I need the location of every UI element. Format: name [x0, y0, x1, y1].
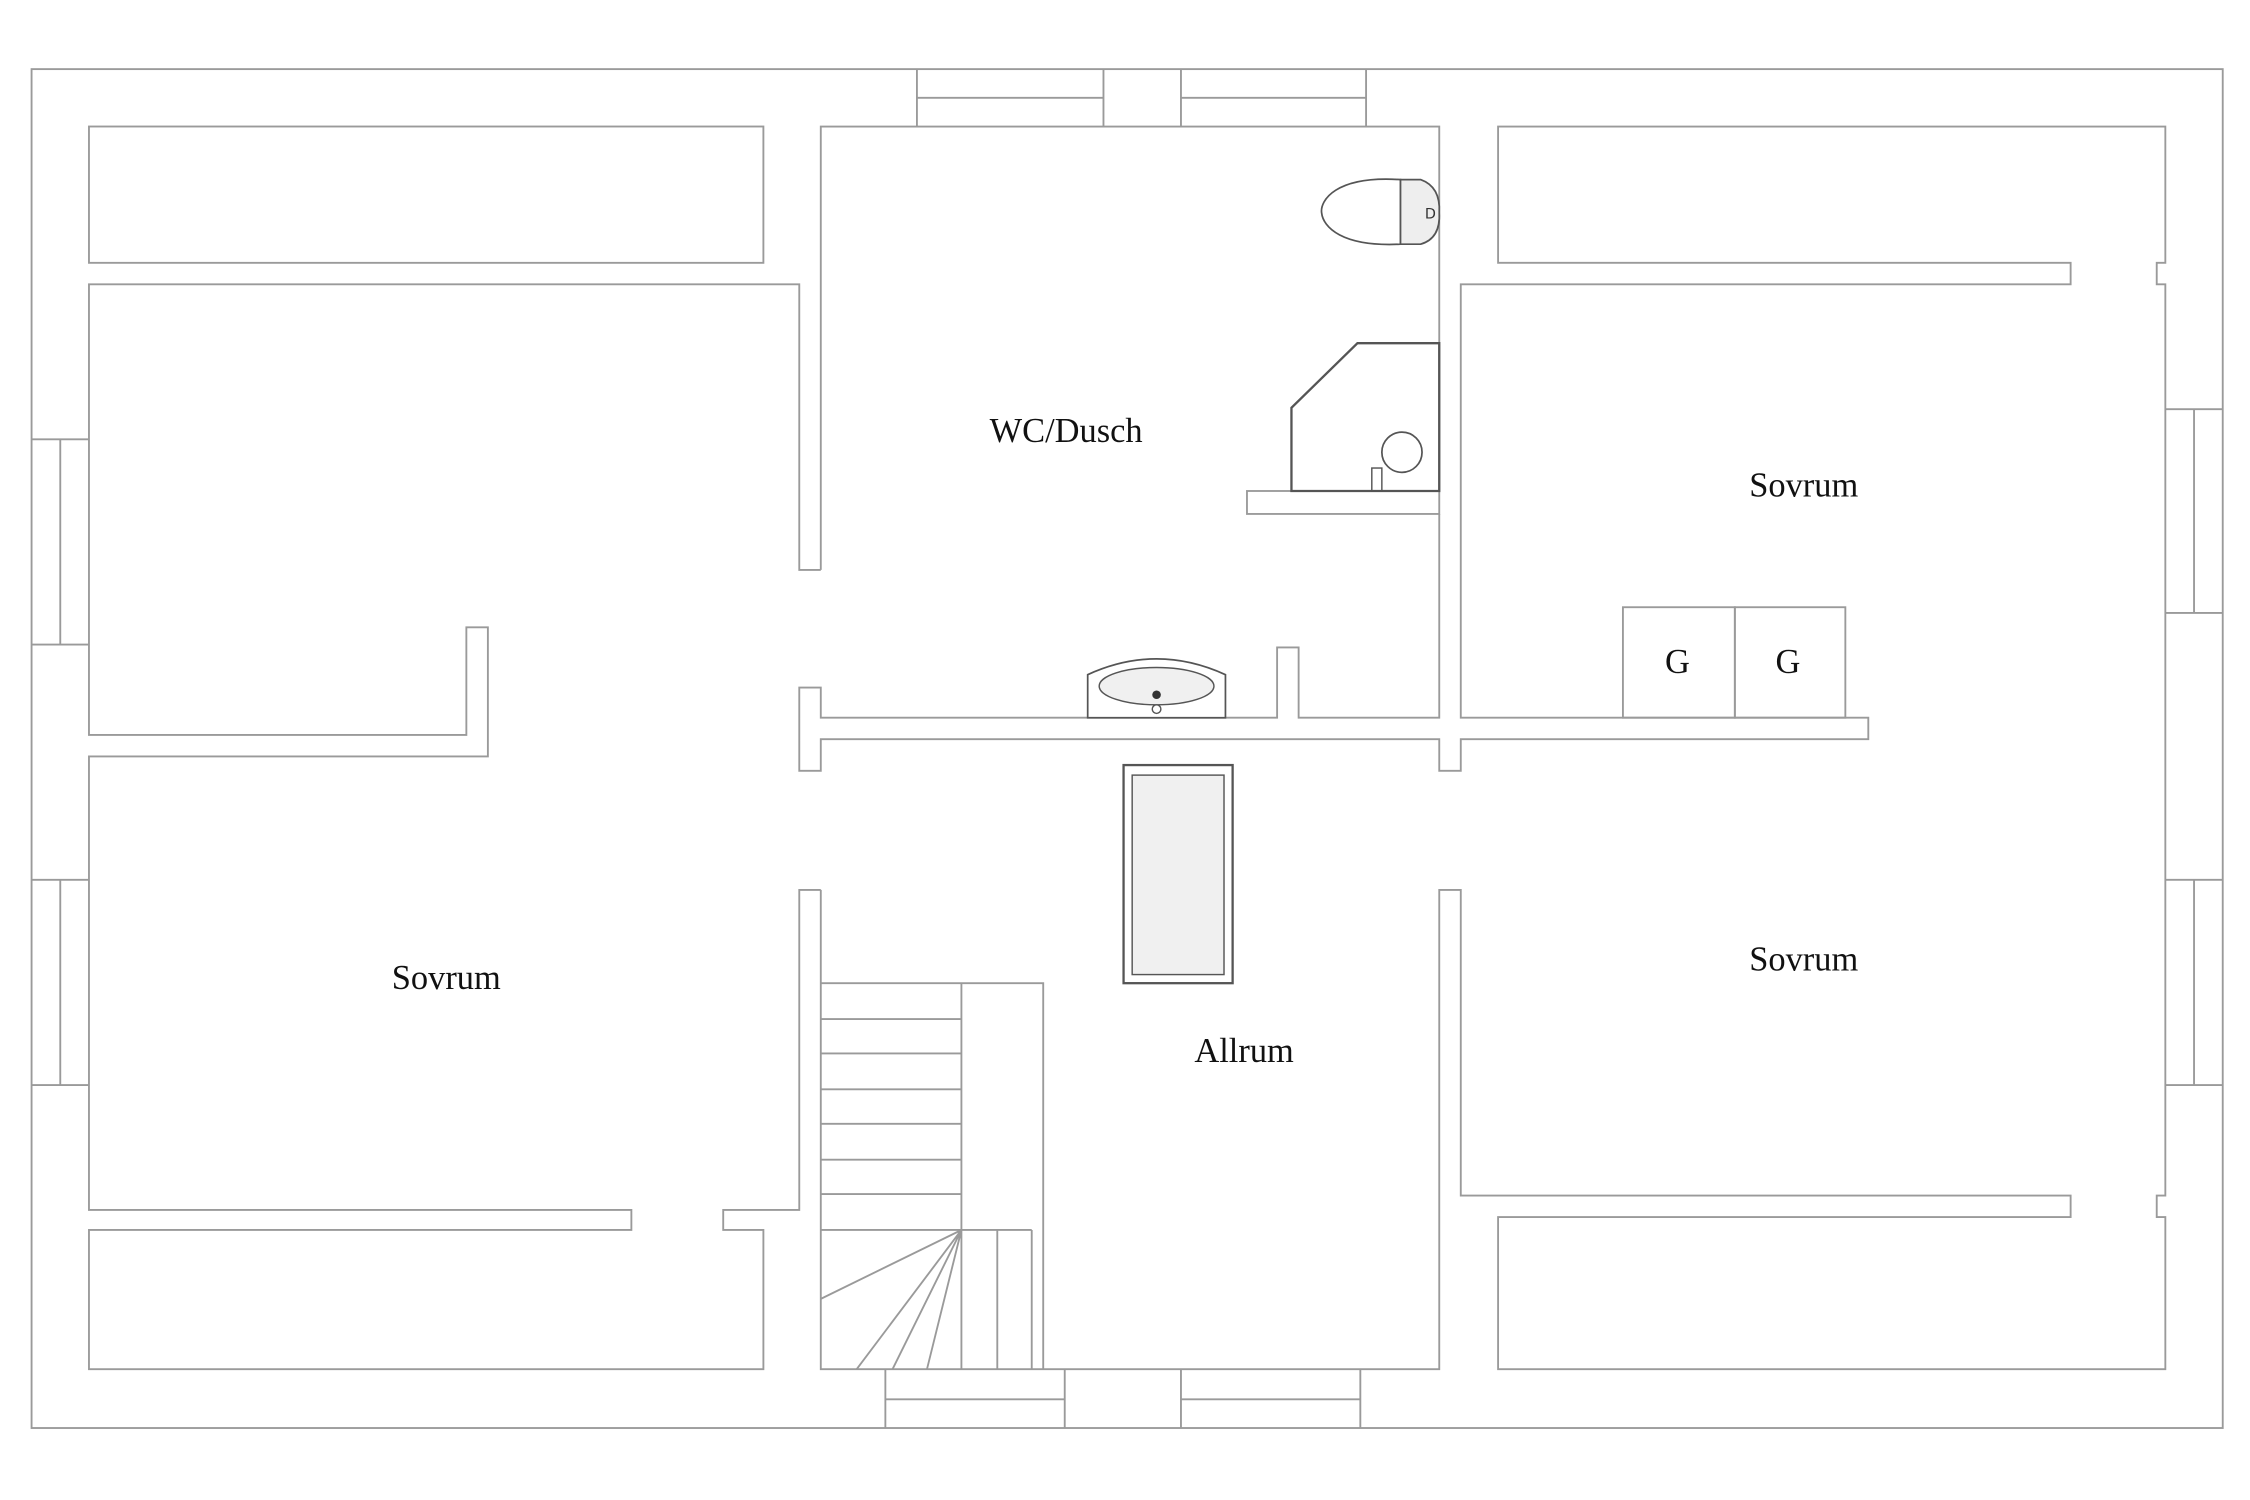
shower-shelf [1246, 490, 1441, 515]
closet-top-left [88, 125, 765, 264]
bathtub [1122, 763, 1234, 985]
left-bedroom-walls [88, 283, 821, 1371]
top-windows [31, 69, 2223, 1429]
sink-icon [1086, 658, 1227, 719]
bathtub-inner [1131, 774, 1225, 976]
shower-icon [1290, 342, 1441, 493]
room-label-bedroom-top-right: Sovrum [1749, 467, 1858, 505]
room-label-bedroom-left: Sovrum [392, 959, 501, 997]
room-label-wc: WC/Dusch [990, 412, 1143, 450]
room-label-closet-1: G [1665, 643, 1690, 681]
room-label-closet-2: G [1776, 643, 1801, 681]
wc-walls [798, 125, 2167, 1371]
closet-g-2 [1733, 606, 1847, 719]
room-label-living: Allrum [1194, 1032, 1294, 1070]
outer-wall [30, 68, 2224, 1429]
room-label-bedroom-bottom-right: Sovrum [1749, 940, 1858, 978]
staircase [820, 982, 1045, 1370]
svg-text:D: D [1425, 206, 1436, 222]
toilet-icon: D [1320, 178, 1441, 246]
